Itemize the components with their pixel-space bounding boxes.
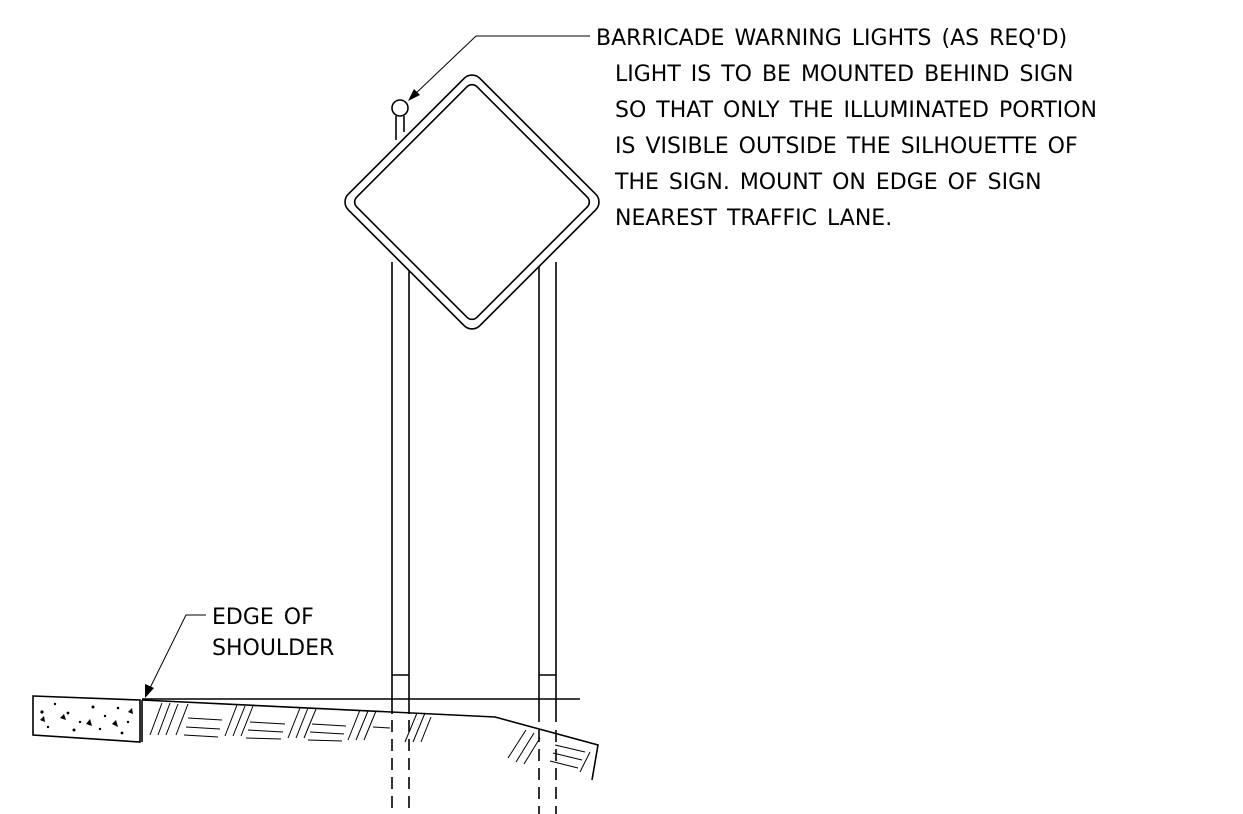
sign-post-right [538,262,557,814]
earth-hatching [149,702,591,773]
pavement-aggregate-pattern [40,702,133,735]
warning-light-note: BARRICADE WARNING LIGHTS (AS REQ'D) LIGH… [596,26,1097,231]
note-line-2: LIGHT IS TO BE MOUNTED BEHIND SIGN [615,62,1073,87]
note-line-5: THE SIGN. MOUNT ON EDGE OF SIGN [614,170,1042,195]
note-line-4: IS VISIBLE OUTSIDE THE SILHOUETTE OF [615,134,1078,159]
warning-light-leader [408,35,590,101]
sign-post-left [391,262,410,810]
note-line-6: NEAREST TRAFFIC LANE. [615,206,892,231]
note-line-1: BARRICADE WARNING LIGHTS (AS REQ'D) [596,26,1067,51]
shoulder-note-line-2: SHOULDER [212,636,334,661]
ground-surface [141,698,599,781]
shoulder-note: EDGE OF SHOULDER [212,605,334,661]
warning-light [391,99,409,140]
pavement-slab [32,695,141,743]
note-line-3: SO THAT ONLY THE ILLUMINATED PORTION [615,98,1097,123]
diamond-warning-sign [344,74,600,330]
shoulder-leader [145,614,206,698]
shoulder-note-line-1: EDGE OF [212,605,314,630]
